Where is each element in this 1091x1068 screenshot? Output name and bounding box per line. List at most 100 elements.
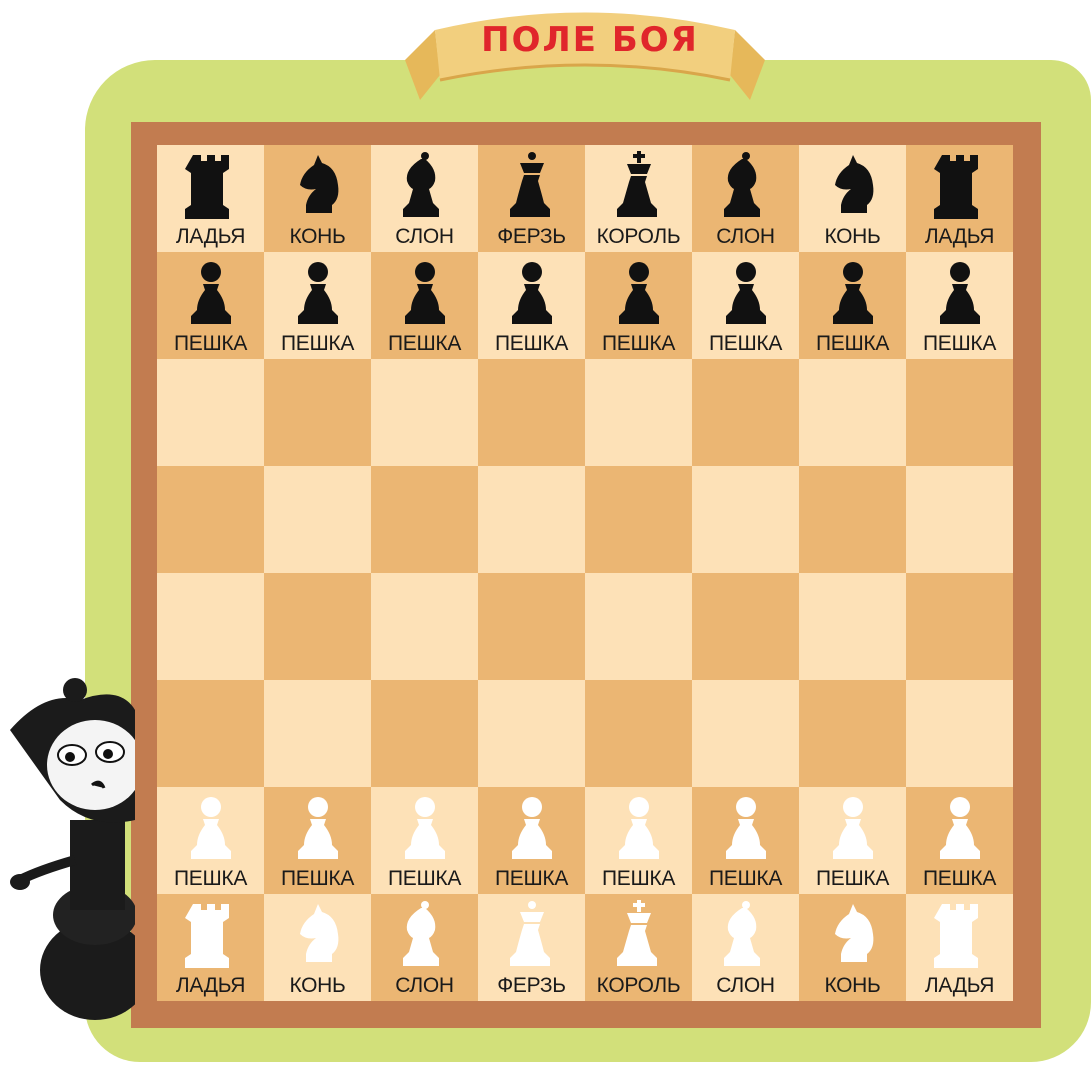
board-square[interactable]: ЛАДЬЯ	[906, 145, 1013, 252]
board-square[interactable]	[478, 680, 585, 787]
white-rook-icon	[185, 900, 237, 970]
piece-label: КОНЬ	[264, 974, 371, 998]
board-square[interactable]: ЛАДЬЯ	[157, 145, 264, 252]
board-square[interactable]: ПЕШКА	[478, 252, 585, 359]
board-square[interactable]: СЛОН	[692, 145, 799, 252]
piece-label: ПЕШКА	[692, 332, 799, 356]
piece-label: ЛАДЬЯ	[157, 225, 264, 249]
piece-label: ПЕШКА	[585, 867, 692, 891]
board-square[interactable]: КОНЬ	[799, 145, 906, 252]
board-square[interactable]	[478, 466, 585, 573]
white-pawn-icon	[506, 793, 558, 863]
board-square[interactable]: ЛАДЬЯ	[906, 894, 1013, 1001]
piece-label: ЛАДЬЯ	[157, 974, 264, 998]
board-square[interactable]	[906, 359, 1013, 466]
board-square[interactable]: ПЕШКА	[585, 787, 692, 894]
board-square[interactable]	[585, 466, 692, 573]
white-queen-icon	[506, 900, 558, 970]
board-square[interactable]	[692, 680, 799, 787]
board-square[interactable]	[157, 680, 264, 787]
white-king-icon	[613, 900, 665, 970]
board-square[interactable]: ЛАДЬЯ	[157, 894, 264, 1001]
black-pawn-icon	[613, 258, 665, 328]
board-square[interactable]	[585, 359, 692, 466]
piece-label: КОРОЛЬ	[585, 225, 692, 249]
board-square[interactable]: ФЕРЗЬ	[478, 145, 585, 252]
mascot-character-icon	[0, 670, 135, 1030]
board-square[interactable]	[264, 573, 371, 680]
board-square[interactable]: КОНЬ	[799, 894, 906, 1001]
black-queen-icon	[506, 151, 558, 221]
board-square[interactable]: СЛОН	[371, 145, 478, 252]
piece-label: ПЕШКА	[799, 867, 906, 891]
white-knight-icon	[827, 900, 879, 970]
piece-label: СЛОН	[371, 974, 478, 998]
board-square[interactable]	[692, 573, 799, 680]
piece-label: ПЕШКА	[371, 867, 478, 891]
board-square[interactable]: ПЕШКА	[264, 787, 371, 894]
board-square[interactable]	[264, 466, 371, 573]
board-square[interactable]: ПЕШКА	[157, 787, 264, 894]
piece-label: ПЕШКА	[264, 867, 371, 891]
board-square[interactable]	[585, 680, 692, 787]
piece-label: ПЕШКА	[371, 332, 478, 356]
black-pawn-icon	[506, 258, 558, 328]
board-square[interactable]	[692, 359, 799, 466]
board-square[interactable]	[799, 466, 906, 573]
board-square[interactable]: ПЕШКА	[799, 252, 906, 359]
board-square[interactable]	[906, 466, 1013, 573]
board-square[interactable]: КОРОЛЬ	[585, 145, 692, 252]
board-square[interactable]: ПЕШКА	[692, 252, 799, 359]
board-square[interactable]	[371, 680, 478, 787]
board-square[interactable]: ПЕШКА	[264, 252, 371, 359]
board-square[interactable]: СЛОН	[692, 894, 799, 1001]
board-square[interactable]: ПЕШКА	[585, 252, 692, 359]
board-square[interactable]: ПЕШКА	[371, 252, 478, 359]
board-square[interactable]: ФЕРЗЬ	[478, 894, 585, 1001]
piece-label: ЛАДЬЯ	[906, 225, 1013, 249]
piece-label: СЛОН	[692, 225, 799, 249]
board-square[interactable]: КОРОЛЬ	[585, 894, 692, 1001]
board-square[interactable]	[371, 573, 478, 680]
piece-label: ПЕШКА	[157, 332, 264, 356]
white-pawn-icon	[613, 793, 665, 863]
piece-label: ПЕШКА	[906, 867, 1013, 891]
board-square[interactable]: ПЕШКА	[692, 787, 799, 894]
board-square[interactable]: ПЕШКА	[906, 787, 1013, 894]
board-square[interactable]: ПЕШКА	[906, 252, 1013, 359]
board-square[interactable]	[692, 466, 799, 573]
board-square[interactable]: ПЕШКА	[371, 787, 478, 894]
black-knight-icon	[292, 151, 344, 221]
board-square[interactable]: КОНЬ	[264, 894, 371, 1001]
board-square[interactable]: ПЕШКА	[478, 787, 585, 894]
piece-label: СЛОН	[692, 974, 799, 998]
black-king-icon	[613, 151, 665, 221]
board-square[interactable]: СЛОН	[371, 894, 478, 1001]
piece-label: КОНЬ	[799, 974, 906, 998]
black-rook-icon	[934, 151, 986, 221]
board-square[interactable]	[799, 573, 906, 680]
board-square[interactable]	[585, 573, 692, 680]
board-square[interactable]	[371, 466, 478, 573]
board-square[interactable]	[906, 573, 1013, 680]
black-bishop-icon	[399, 151, 451, 221]
white-pawn-icon	[185, 793, 237, 863]
board-square[interactable]	[157, 573, 264, 680]
board-square[interactable]	[371, 359, 478, 466]
board-square[interactable]	[478, 359, 585, 466]
board-square[interactable]	[157, 466, 264, 573]
board-square[interactable]: КОНЬ	[264, 145, 371, 252]
board-square[interactable]	[264, 359, 371, 466]
black-pawn-icon	[720, 258, 772, 328]
board-square[interactable]	[264, 680, 371, 787]
white-pawn-icon	[827, 793, 879, 863]
board-square[interactable]	[478, 573, 585, 680]
board-square[interactable]: ПЕШКА	[799, 787, 906, 894]
board-square[interactable]	[906, 680, 1013, 787]
board-square[interactable]	[799, 359, 906, 466]
board-square[interactable]	[157, 359, 264, 466]
board-square[interactable]: ПЕШКА	[157, 252, 264, 359]
black-rook-icon	[185, 151, 237, 221]
black-bishop-icon	[720, 151, 772, 221]
board-square[interactable]	[799, 680, 906, 787]
